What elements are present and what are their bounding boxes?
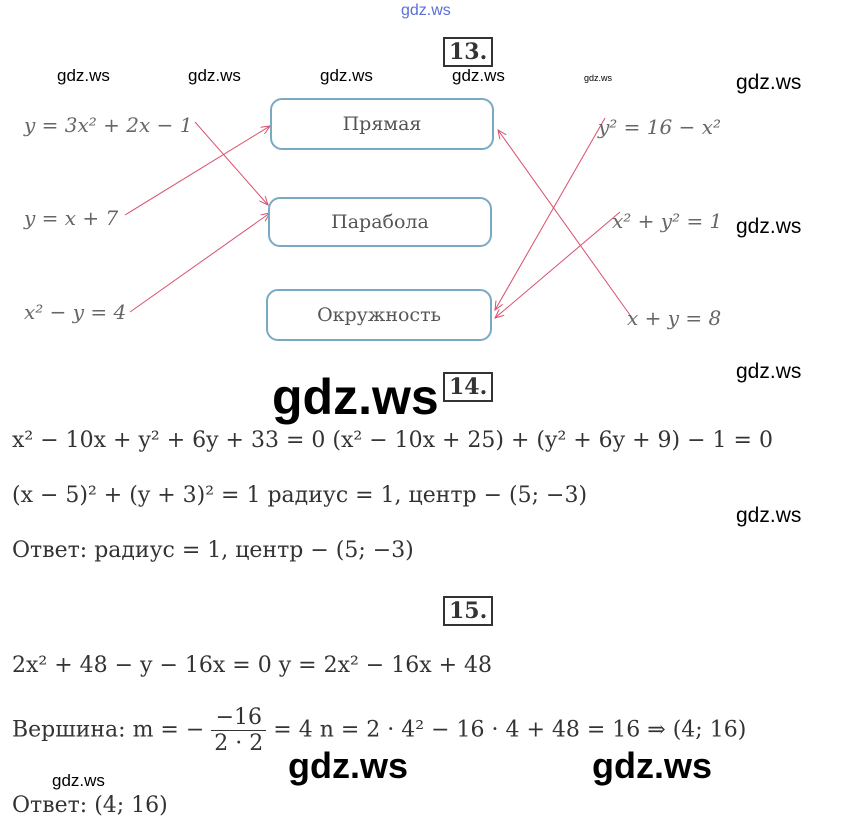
task-number-14: 14.: [443, 372, 494, 402]
equation-left-1: y = 3x² + 2x − 1: [24, 113, 193, 137]
box-parabola: Парабола: [268, 197, 492, 247]
watermark: gdz.ws: [52, 771, 105, 790]
arrow: [194, 121, 268, 205]
task15-line1: 2x² + 48 − y − 16x = 0 y = 2x² − 16x + 4…: [12, 653, 493, 678]
task14-line1: x² − 10x + y² + 6y + 33 = 0 (x² − 10x + …: [12, 428, 773, 453]
fraction-numerator: −16: [211, 705, 267, 731]
task14-line2: (x − 5)² + (y + 3)² = 1 радиус = 1, цент…: [12, 483, 588, 508]
vertex-suffix: = 4 n = 2 · 4² − 16 · 4 + 48 = 16 ⇒ (4; …: [273, 717, 747, 743]
equation-right-1: y² = 16 − x²: [598, 115, 722, 139]
watermark[interactable]: gdz.ws: [401, 2, 451, 19]
watermark: gdz.ws: [592, 745, 713, 786]
equation-left-2: y = x + 7: [24, 206, 119, 230]
watermark: gdz.ws: [272, 369, 439, 425]
watermark: gdz.ws: [452, 66, 505, 85]
arrow: [498, 130, 631, 316]
equation-right-2: x² + y² = 1: [612, 209, 723, 233]
watermark: gdz.ws: [584, 73, 613, 83]
arrow: [129, 213, 270, 313]
matching-arrows: [124, 117, 631, 360]
box-line: Прямая: [270, 98, 494, 150]
task-number-13: 13.: [443, 37, 494, 67]
watermark: gdz.ws: [736, 215, 802, 238]
watermark: gdz.ws: [188, 66, 241, 85]
watermark: gdz.ws: [320, 66, 373, 85]
equation-left-3: x² − y = 4: [24, 300, 127, 324]
fraction-denominator: 2 · 2: [214, 731, 264, 756]
task14-answer: Ответ: радиус = 1, центр − (5; −3): [12, 538, 414, 563]
arrow: [124, 126, 270, 216]
task-number-15: 15.: [443, 596, 494, 626]
watermark: gdz.ws: [288, 745, 409, 786]
box-circle: Окружность: [266, 289, 492, 341]
arrow: [495, 117, 606, 310]
watermark: gdz.ws: [736, 71, 802, 94]
task15-answer: Ответ: (4; 16): [12, 793, 168, 818]
vertex-prefix: Вершина: m = −: [12, 717, 205, 743]
watermark: gdz.ws: [57, 66, 110, 85]
watermark: gdz.ws: [736, 504, 802, 527]
arrow: [495, 211, 621, 318]
watermark: gdz.ws: [736, 360, 802, 383]
equation-right-3: x + y = 8: [627, 306, 722, 330]
